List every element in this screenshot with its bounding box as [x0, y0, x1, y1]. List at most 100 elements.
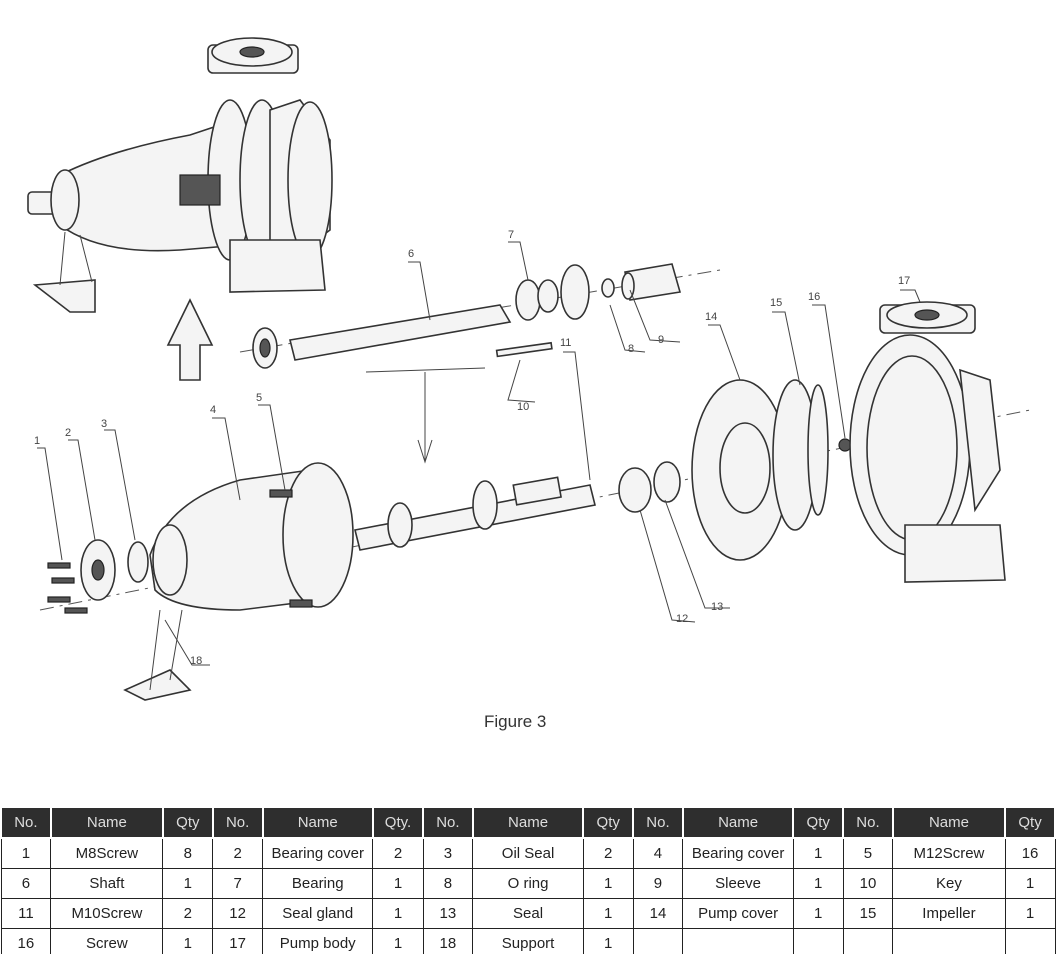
figure-caption: Figure 3 [484, 712, 547, 731]
part-qty: 1 [162, 868, 214, 899]
part-qty: 1 [162, 928, 214, 954]
column-header: No. [0, 808, 52, 839]
assembled-pump [27, 37, 333, 313]
part-qty: 16 [1004, 837, 1056, 869]
part-number: 15 [842, 898, 894, 929]
part-qty: 8 [162, 837, 214, 869]
callout-17: 17 [898, 275, 910, 287]
callout-5: 5 [256, 392, 262, 404]
part-name: Oil Seal [472, 837, 584, 869]
callout-13: 13 [711, 601, 723, 613]
column-header: No. [632, 808, 684, 839]
part-number: 10 [842, 868, 894, 899]
part-qty: 1 [582, 928, 634, 954]
callout-12: 12 [676, 613, 688, 625]
part-name: Shaft [50, 868, 164, 899]
column-header: No. [422, 808, 474, 839]
column-header: Qty [582, 808, 635, 839]
callout-10: 10 [517, 401, 529, 413]
part-number: 7 [212, 868, 263, 899]
callout-18: 18 [190, 655, 202, 667]
part-number: 17 [212, 928, 263, 954]
part-number: 13 [422, 898, 474, 929]
part-name [892, 928, 1006, 954]
column-header: Qty. [371, 808, 425, 839]
callout-7: 7 [508, 229, 514, 241]
callout-3: 3 [101, 418, 107, 430]
part-name: Seal [472, 898, 584, 929]
part-qty: 1 [1004, 898, 1056, 929]
callout-8: 8 [628, 343, 634, 355]
callout-labels: 1 2 3 4 5 6 7 8 9 10 11 12 13 14 15 16 1… [34, 229, 910, 667]
part-qty: 2 [582, 837, 634, 869]
part-name: M10Screw [50, 898, 164, 929]
part-qty [1004, 928, 1056, 954]
part-number: 1 [0, 837, 52, 869]
callout-14: 14 [705, 311, 717, 323]
part-qty [792, 928, 844, 954]
shaft-lower [354, 461, 681, 551]
part-name: Support [472, 928, 584, 954]
part-qty: 1 [372, 898, 424, 929]
part-name: Sleeve [682, 868, 794, 899]
part-name: Impeller [892, 898, 1006, 929]
callout-2: 2 [65, 427, 71, 439]
callout-leaders [37, 241, 921, 666]
part-name: O ring [472, 868, 584, 899]
part-number: 18 [422, 928, 474, 954]
part-qty: 1 [792, 898, 844, 929]
part-qty: 1 [582, 868, 634, 899]
pump-cover-group [691, 379, 852, 561]
exploded-diagram: 1 2 3 4 5 6 7 8 9 10 11 12 13 14 15 16 1… [27, 37, 1031, 701]
part-qty: 1 [1004, 868, 1056, 899]
callout-11: 11 [560, 337, 571, 349]
part-number: 4 [632, 837, 684, 869]
callout-16: 16 [808, 291, 820, 303]
part-number: 6 [0, 868, 52, 899]
part-number: 2 [212, 837, 263, 869]
column-header: Name [891, 808, 1007, 839]
column-header: Qty [161, 808, 214, 839]
callout-9: 9 [658, 334, 664, 346]
part-number: 8 [422, 868, 474, 899]
part-name: M8Screw [50, 837, 164, 869]
part-name: Key [892, 868, 1006, 899]
column-header: Qty [1004, 808, 1056, 839]
callout-4: 4 [210, 404, 216, 416]
part-qty: 1 [372, 928, 424, 954]
part-number: 14 [632, 898, 684, 929]
callout-6: 6 [408, 248, 414, 260]
column-header: Name [681, 808, 795, 839]
callout-15: 15 [770, 297, 782, 309]
part-name: Seal gland [261, 898, 374, 929]
part-name: Bearing cover [261, 837, 374, 869]
up-arrow-icon [166, 298, 214, 381]
column-header: Name [49, 808, 164, 839]
part-number: 11 [0, 898, 52, 929]
part-qty: 1 [582, 898, 634, 929]
part-name: Pump cover [682, 898, 794, 929]
column-header: Name [261, 808, 374, 839]
column-header: No. [211, 808, 264, 839]
part-number: 5 [842, 837, 894, 869]
part-qty: 2 [162, 898, 214, 929]
part-qty: 1 [792, 837, 844, 869]
part-name: Bearing cover [682, 837, 794, 869]
part-name: Pump body [261, 928, 374, 954]
part-number [632, 928, 684, 954]
bearing-housing-group [39, 409, 1031, 701]
part-number: 12 [212, 898, 263, 929]
part-number: 9 [632, 868, 684, 899]
part-number: 16 [0, 928, 52, 954]
part-name [682, 928, 794, 954]
part-qty: 1 [372, 868, 424, 899]
part-name: Screw [50, 928, 164, 954]
column-header: No. [842, 808, 894, 839]
